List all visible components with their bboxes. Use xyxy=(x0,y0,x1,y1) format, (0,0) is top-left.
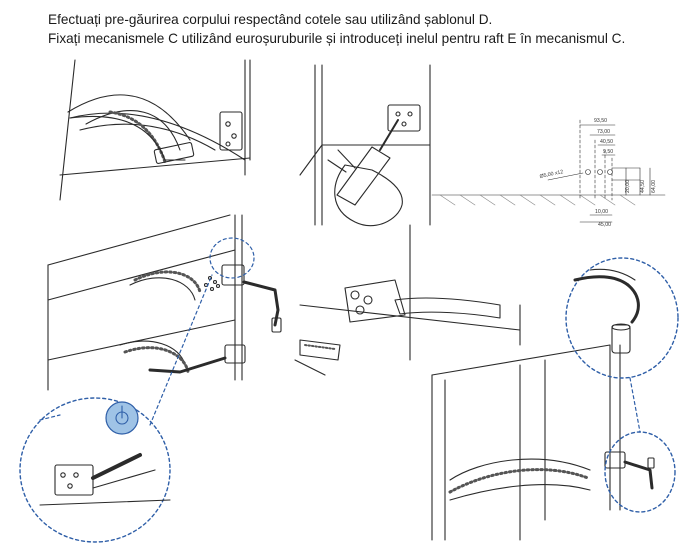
dim-label-4: 9,50 xyxy=(603,149,613,155)
dim-label-10: 45,00 xyxy=(598,222,611,228)
instructions-block: Efectuați pre-găurirea corpului respectâ… xyxy=(48,10,688,48)
dim-label-9: 10,00 xyxy=(595,209,608,215)
dim-label-1: 93,50 xyxy=(594,118,607,124)
dim-label-6: 20,00 xyxy=(625,180,631,193)
detail-circle-mechanism-right xyxy=(565,257,679,513)
instruction-line-1: Efectuați pre-găurirea corpului respectâ… xyxy=(48,12,493,27)
dim-label-3: 40,50 xyxy=(600,139,613,145)
dim-label-2: 73,00 xyxy=(597,129,610,135)
panel-cabinet-top-left xyxy=(59,59,251,201)
panel-mechanism-closeup xyxy=(294,224,521,376)
dim-label-8: 64,00 xyxy=(651,180,657,193)
panel-cabinet-bottom-right xyxy=(431,344,655,541)
dimension-labels: 93,50 73,00 40,50 9,50 Ø5,00 x12 20,00 4… xyxy=(539,118,657,228)
panel-cabinet-shelves xyxy=(47,214,282,391)
detail-circle-mechanism-left xyxy=(19,237,255,543)
dim-label-5: Ø5,00 x12 xyxy=(539,169,564,180)
instruction-line-2: Fixați mecanismele C utilizând euroșurub… xyxy=(48,31,626,46)
dim-label-7: 44,50 xyxy=(640,180,646,193)
panel-dimension-drawing xyxy=(431,119,666,223)
panel-screwdriver xyxy=(299,64,431,227)
